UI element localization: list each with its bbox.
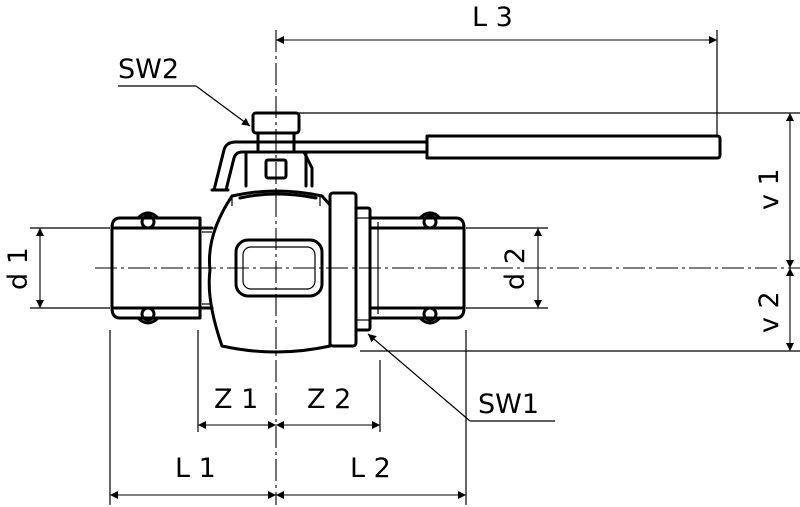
label-z1: Z 1 bbox=[214, 384, 258, 415]
lever-handle bbox=[210, 134, 722, 192]
label-l2: L 2 bbox=[350, 453, 391, 484]
dimension-v1: v 1 bbox=[754, 113, 794, 268]
label-d2: d 2 bbox=[500, 247, 531, 290]
dimension-l2: L 2 bbox=[276, 453, 466, 499]
label-d1: d 1 bbox=[3, 247, 34, 290]
label-sw2: SW2 bbox=[118, 54, 179, 85]
label-l3: L 3 bbox=[472, 2, 513, 33]
dimension-v2: v 2 bbox=[754, 268, 794, 351]
dimension-l1: L 1 bbox=[110, 453, 276, 499]
valve-outline bbox=[110, 111, 722, 354]
dimension-l3: L 3 bbox=[276, 2, 717, 44]
label-l1: L 1 bbox=[175, 453, 216, 484]
leader-sw2: SW2 bbox=[118, 54, 251, 127]
left-press-fitting bbox=[110, 211, 202, 325]
label-v2: v 2 bbox=[754, 291, 785, 333]
leader-sw1: SW1 bbox=[367, 333, 555, 422]
stem-head bbox=[244, 111, 308, 188]
dimension-d2: d 2 bbox=[500, 228, 542, 308]
label-sw1: SW1 bbox=[478, 389, 539, 420]
dimension-d1: d 1 bbox=[3, 228, 44, 308]
valve-body bbox=[207, 189, 332, 354]
label-v1: v 1 bbox=[754, 168, 785, 210]
dimension-z1: Z 1 bbox=[198, 384, 276, 429]
right-press-fitting bbox=[368, 211, 466, 325]
dimension-z2: Z 2 bbox=[276, 384, 380, 429]
body-nut-sw1 bbox=[328, 191, 372, 348]
label-z2: Z 2 bbox=[307, 384, 351, 415]
